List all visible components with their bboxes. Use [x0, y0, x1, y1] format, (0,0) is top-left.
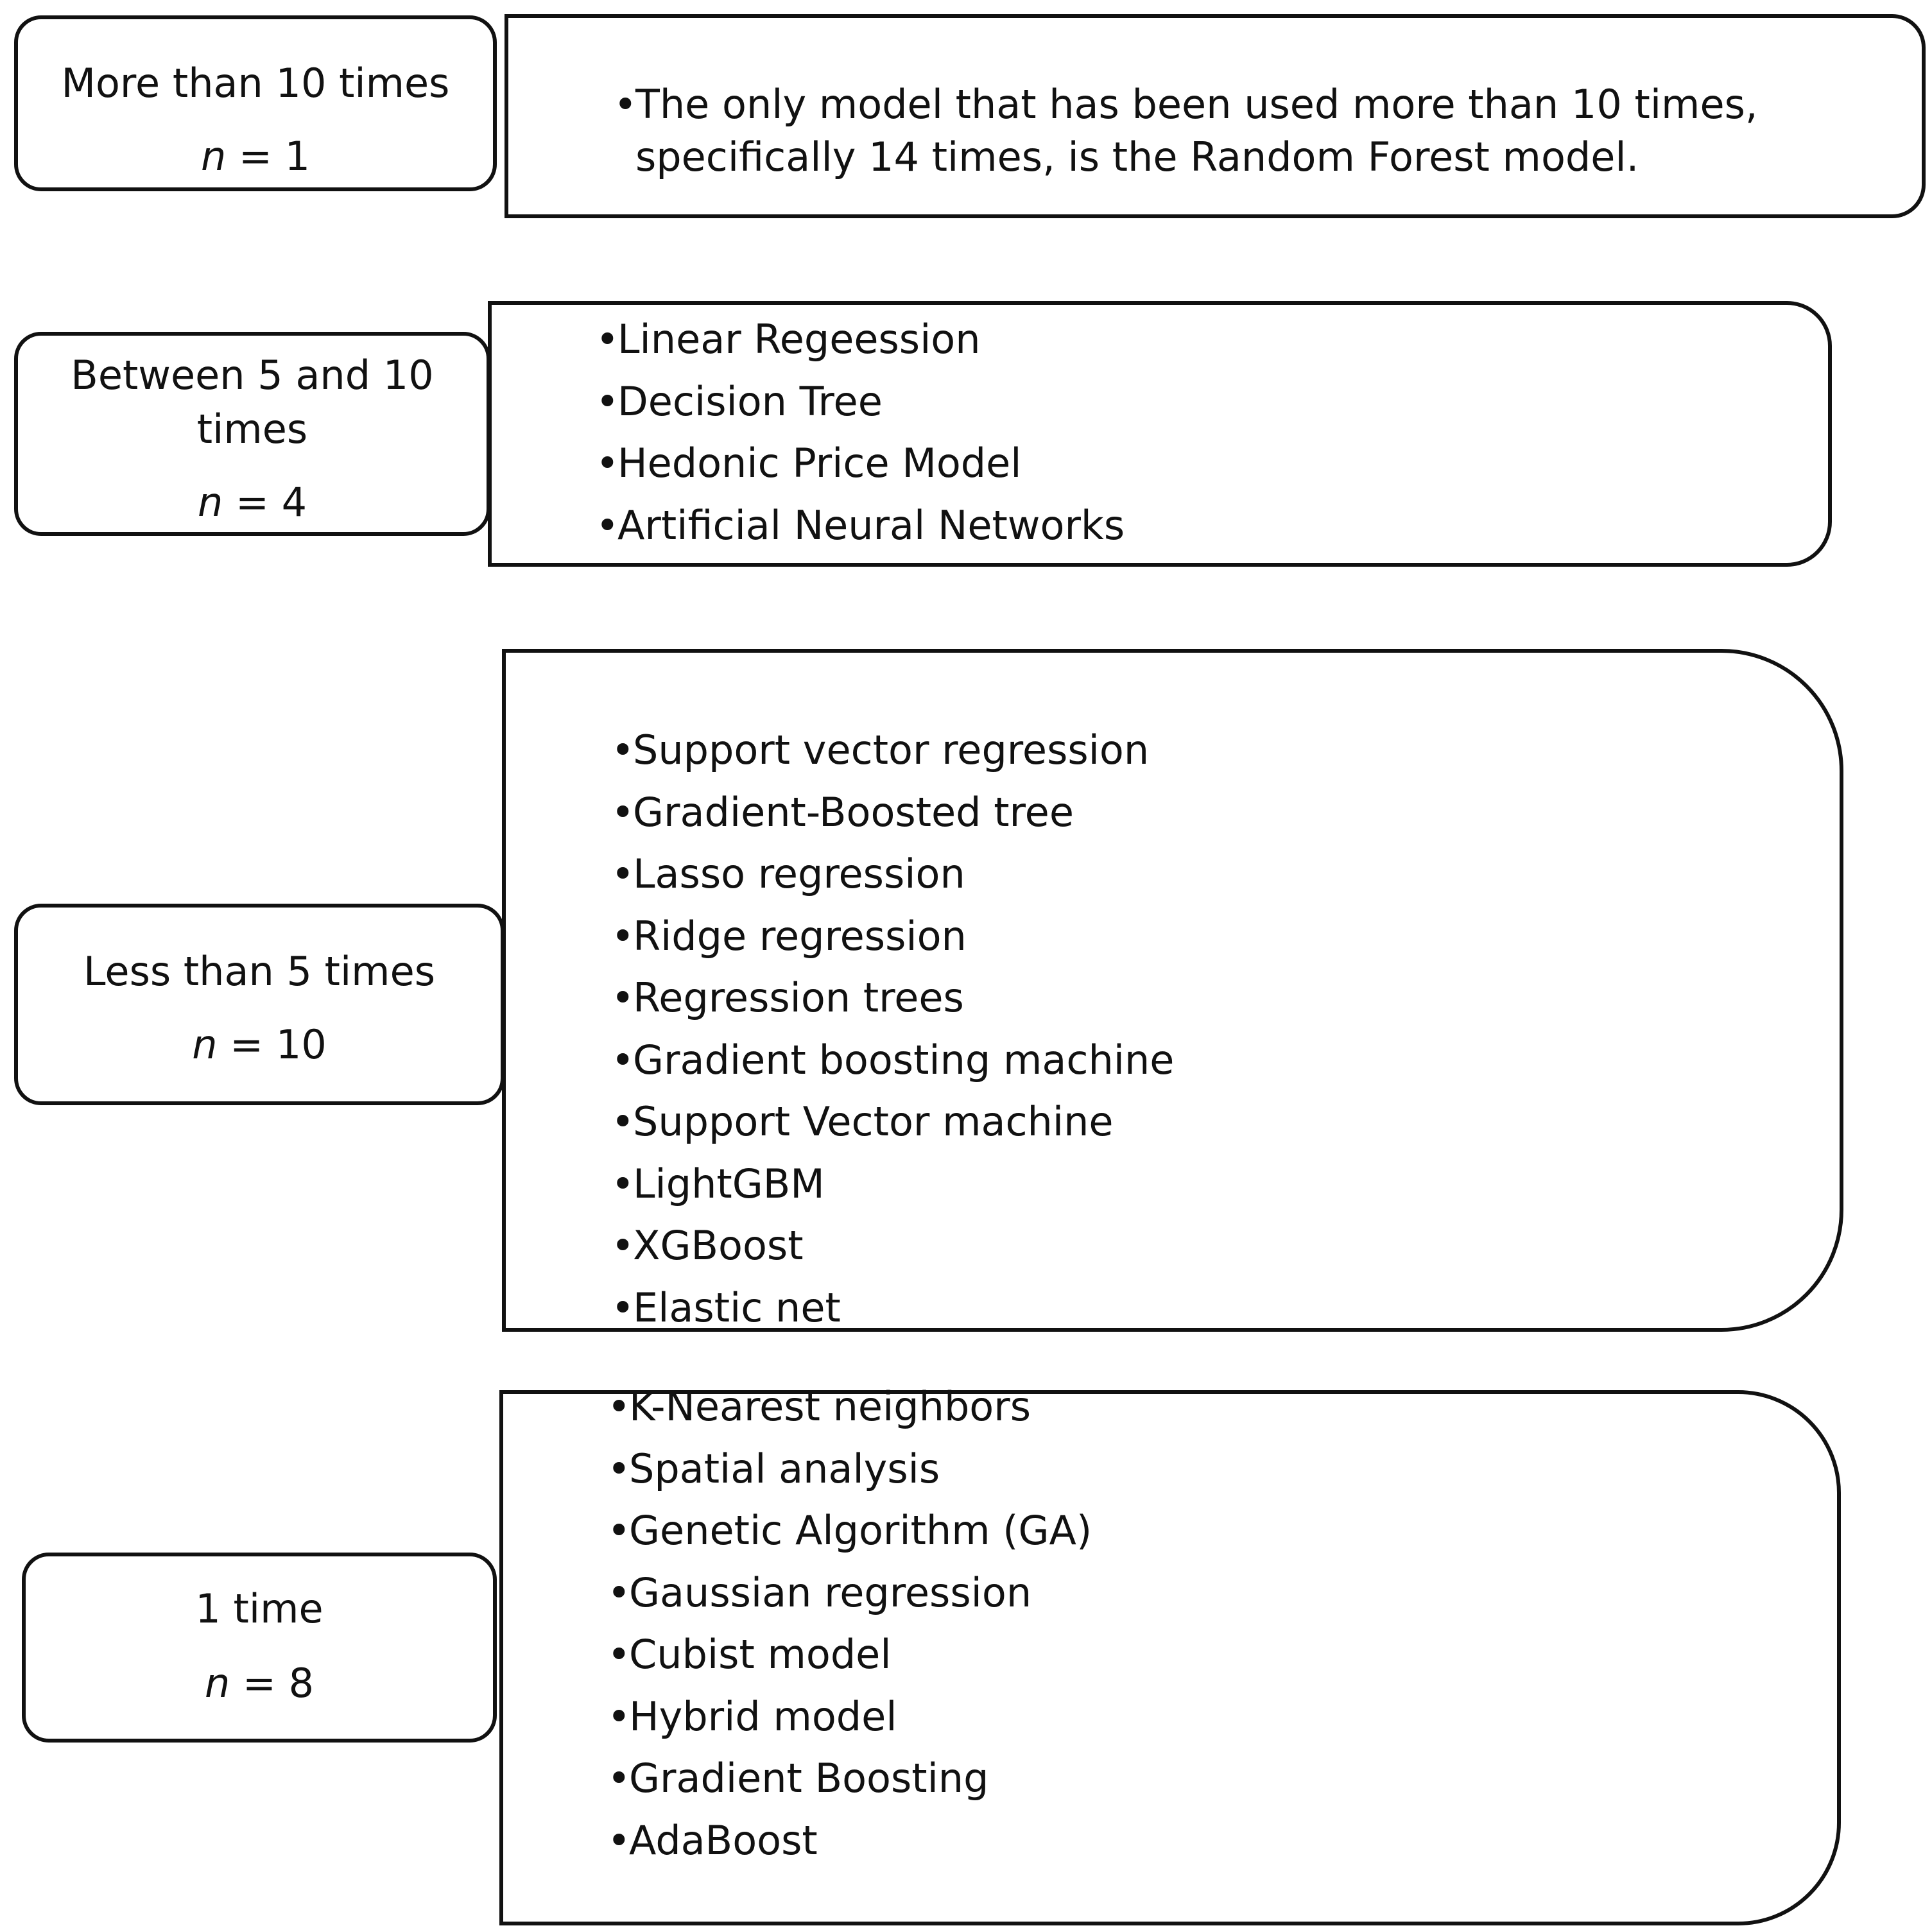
group-label: 1 time	[195, 1585, 323, 1632]
group-count: n = 1	[18, 130, 493, 184]
list-item: Gradient-Boosted tree	[611, 782, 1174, 844]
group-count: n = 4	[18, 476, 487, 529]
group-label: More than 10 times	[61, 60, 450, 107]
list-item: Hybrid model	[607, 1686, 1092, 1748]
list-item: Gaussian regression	[607, 1562, 1092, 1624]
model-list: Linear Regeession Decision Tree Hedonic …	[596, 309, 1125, 556]
list-item: XGBoost	[611, 1215, 1174, 1277]
list-item: LightGBM	[611, 1153, 1174, 1216]
model-list: Support vector regression Gradient-Boost…	[611, 719, 1174, 1339]
n-value: = 4	[235, 479, 307, 526]
n-variable: n	[200, 133, 227, 180]
n-variable: n	[192, 1021, 218, 1068]
label-box-less-than-5: Less than 5 times n = 10	[14, 904, 505, 1105]
label-box-more-than-10: More than 10 times n = 1	[14, 15, 497, 191]
list-item: Elastic net	[611, 1277, 1174, 1339]
list-item: Spatial analysis	[607, 1438, 1092, 1501]
content-box-between-5-and-10: Linear Regeession Decision Tree Hedonic …	[488, 301, 1832, 567]
group-description: The only model that has been used more t…	[614, 78, 1842, 184]
list-item: Hedonic Price Model	[596, 433, 1125, 495]
list-item: Linear Regeession	[596, 309, 1125, 371]
model-list: K-Nearest neighbors Spatial analysis Gen…	[607, 1376, 1092, 1872]
list-item: Support Vector machine	[611, 1091, 1174, 1153]
label-box-between-5-and-10: Between 5 and 10 times n = 4	[14, 332, 490, 536]
list-item: Genetic Algorithm (GA)	[607, 1500, 1092, 1562]
list-item: Artificial Neural Networks	[596, 495, 1125, 557]
group-label: Less than 5 times	[83, 948, 436, 995]
n-value: = 8	[242, 1660, 315, 1707]
list-item: AdaBoost	[607, 1810, 1092, 1872]
list-item: Ridge regression	[611, 906, 1174, 968]
list-item: Support vector regression	[611, 719, 1174, 782]
n-variable: n	[204, 1660, 230, 1707]
group-count: n = 10	[18, 1018, 501, 1072]
content-box-more-than-10: The only model that has been used more t…	[505, 14, 1926, 218]
label-box-1-time: 1 time n = 8	[22, 1553, 497, 1743]
n-variable: n	[197, 479, 223, 526]
n-value: = 10	[230, 1021, 327, 1068]
list-item: Gradient boosting machine	[611, 1029, 1174, 1092]
content-box-1-time: K-Nearest neighbors Spatial analysis Gen…	[499, 1383, 1841, 1925]
list-item: Cubist model	[607, 1624, 1092, 1686]
group-count: n = 8	[26, 1657, 493, 1710]
n-value: = 1	[238, 133, 311, 180]
group-label: Between 5 and 10 times	[71, 352, 434, 452]
list-item: Gradient Boosting	[607, 1748, 1092, 1810]
list-item: Decision Tree	[596, 371, 1125, 433]
list-item: Lasso regression	[611, 843, 1174, 906]
list-item: Regression trees	[611, 967, 1174, 1029]
content-box-less-than-5: Support vector regression Gradient-Boost…	[502, 649, 1843, 1332]
list-item: K-Nearest neighbors	[607, 1376, 1092, 1438]
